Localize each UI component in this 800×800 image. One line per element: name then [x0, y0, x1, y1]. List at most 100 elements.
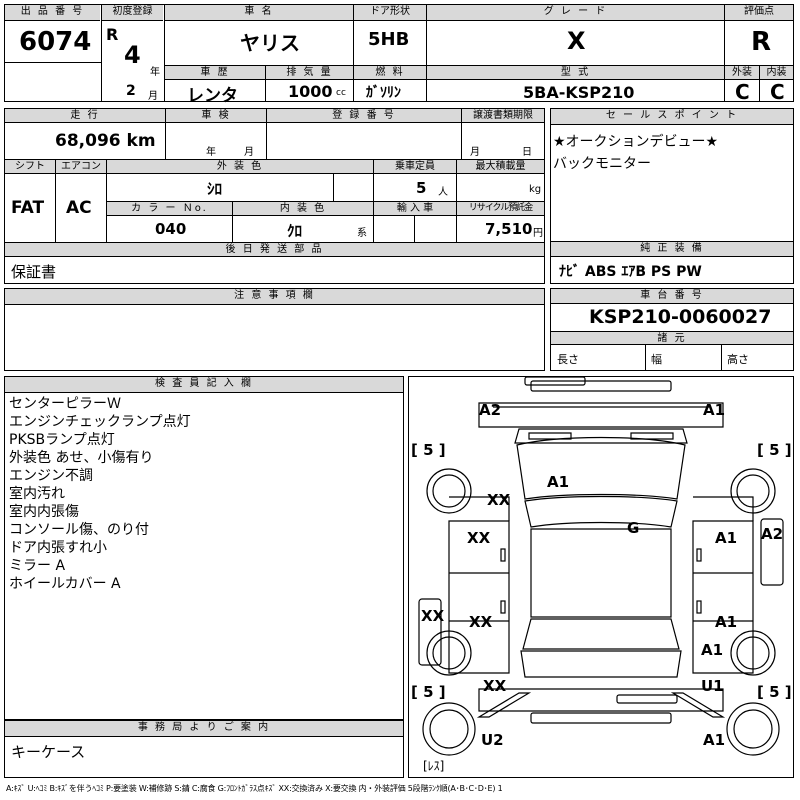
recycle: 7,510: [485, 220, 533, 238]
inspector-line: 室内汚れ: [9, 486, 65, 502]
inspector-line: ミラー A: [9, 558, 66, 574]
displacement: 1000: [288, 82, 333, 101]
sales-section: セ ー ル ス ポ イ ン ト ★オークションデビュー★ バックモニター 純 正…: [550, 108, 794, 284]
shift: FAT: [11, 198, 45, 218]
inspector-lines: センターピラーＷ エンジンチェックランプ点灯 PKSBランプ点灯外装色 あせ、小傷有…: [9, 395, 191, 593]
cond-rear-fender-left: XX: [483, 677, 507, 695]
color-label: 外 装 色: [107, 160, 373, 174]
score: R: [751, 27, 772, 57]
era: R: [106, 25, 119, 44]
cond-front-left: A2: [479, 401, 502, 419]
inspection-label: 車 検: [166, 109, 266, 123]
inspector-line: ホイールカバー A: [9, 576, 121, 592]
inspector-line: ドア内張すれ小: [9, 540, 107, 556]
inspector-line: 室内内張傷: [9, 504, 79, 520]
capacity: 5: [416, 179, 427, 197]
inspector-line: 外装色 あせ、小傷有り: [9, 450, 154, 466]
width-label: 幅: [651, 353, 662, 366]
grade: X: [567, 27, 586, 55]
reg-month: 2: [126, 83, 136, 99]
details-section: 走 行 68,096 km 車 検 年 月 登 録 番 号 譲渡書類期限 月 日…: [4, 108, 545, 284]
year-unit: 年: [150, 67, 160, 78]
exterior-cell: 外装 C: [725, 66, 760, 104]
inspection-year-unit: 年: [206, 147, 216, 158]
inspector-section: 検 査 員 記 入 欄 センターピラーＷ エンジンチェックランプ点灯 PKSBランプ…: [4, 376, 404, 720]
office-section: 事 務 局 よ り ご 案 内 キーケース: [4, 720, 404, 778]
chassis-label: 車 台 番 号: [551, 289, 793, 304]
transfer-month-unit: 月: [470, 147, 480, 158]
grade-label: グ レ ー ド: [427, 5, 724, 21]
color-no: 040: [155, 220, 187, 238]
car-outline: [418, 377, 784, 756]
transfer-day-unit: 日: [522, 147, 532, 158]
fuel: ｶﾞｿﾘﾝ: [366, 85, 401, 101]
month-unit: 月: [148, 91, 158, 102]
history-label: 車 歴: [165, 66, 265, 80]
equip: ﾅﾋﾞ ABS ｴｱB PS PW: [559, 264, 702, 280]
car-name-cell: 車 名 ヤリス: [165, 5, 354, 66]
office-text: キーケース: [11, 743, 86, 761]
later-parts: 保証書: [11, 263, 57, 281]
displacement-cell: 排 気 量 1000 cc: [266, 66, 354, 101]
inspector-line: コンソール傷、のり付: [9, 522, 149, 538]
cond-rear-fender-right: A1: [701, 641, 724, 659]
inspection-month-unit: 月: [244, 147, 254, 158]
inspector-label: 検 査 員 記 入 欄: [5, 377, 403, 393]
exterior-label: 外装: [725, 66, 759, 80]
sales-label: セ ー ル ス ポ イ ン ト: [551, 109, 793, 125]
capacity-label: 乗車定員: [374, 160, 456, 174]
import-label: 輸 入 車: [374, 202, 456, 216]
tire-br: [ 5 ]: [757, 683, 792, 701]
fuel-cell: 燃 料 ｶﾞｿﾘﾝ: [354, 66, 427, 101]
cond-rear-door-left: XX: [469, 613, 493, 631]
inspector-line: センターピラーＷ: [9, 396, 121, 412]
ac-label: エアコン: [56, 160, 106, 174]
sales-line-1: ★オークションデビュー★: [553, 134, 719, 150]
score-label: 評価点: [725, 5, 793, 21]
cond-rear-door-right: A1: [715, 613, 738, 631]
first-reg-cell: 初度登録 R 4 年 2 月: [102, 5, 165, 102]
cond-rear-quarter-right: U1: [701, 677, 724, 695]
model-label: 型 式: [427, 66, 724, 80]
capacity-unit: 人: [438, 187, 448, 198]
cond-hood: A1: [547, 473, 570, 491]
lot-no: 6074: [19, 27, 92, 57]
recycle-unit: 円: [533, 228, 543, 239]
color-no-label: カ ラ ー Ｎo.: [107, 202, 232, 216]
cond-front-door-right: A1: [715, 529, 738, 547]
spare-tire-res: [ﾚｽ]: [423, 759, 445, 773]
notes-label: 注 意 事 項 欄: [5, 289, 544, 305]
int-color-unit: 系: [357, 228, 367, 239]
transfer-label: 譲渡書類期限: [462, 109, 544, 123]
tire-bl: [ 5 ]: [411, 683, 446, 701]
mileage-label: 走 行: [5, 109, 165, 123]
lot-no-label: 出 品 番 号: [5, 5, 100, 21]
chassis-no: KSP210-0060027: [589, 306, 772, 328]
exterior: C: [735, 80, 750, 104]
history: レンタ: [187, 86, 238, 106]
cond-pillar-right: A2: [761, 525, 784, 543]
score-cell: 評価点 R: [725, 5, 793, 66]
interior: C: [770, 80, 785, 104]
cond-fender-left: XX: [487, 491, 511, 509]
interior-label: 内装: [760, 66, 793, 80]
int-color: ｸﾛ: [287, 222, 303, 240]
inspector-line: PKSBランプ点灯: [9, 432, 115, 448]
cond-pillar-left: XX: [421, 607, 445, 625]
car-name: ヤリス: [240, 31, 300, 55]
cond-front-right: A1: [703, 401, 726, 419]
load-label: 最大積載量: [457, 160, 544, 174]
shift-label: シフト: [5, 160, 55, 174]
reg-no-label: 登 録 番 号: [267, 109, 461, 123]
history-cell: 車 歴 レンタ: [165, 66, 266, 106]
length-label: 長さ: [557, 353, 579, 366]
displacement-label: 排 気 量: [266, 66, 353, 80]
model-cell: 型 式 5BA-KSP210: [427, 66, 725, 102]
specs-label: 諸 元: [551, 331, 793, 345]
interior-cell: 内装 C: [760, 66, 793, 104]
sales-line-2: バックモニター: [553, 156, 651, 172]
cond-rear-bumper-right: A1: [703, 731, 726, 749]
inspector-line: エンジンチェックランプ点灯: [9, 414, 191, 430]
reg-year: 4: [124, 41, 141, 69]
fuel-label: 燃 料: [354, 66, 426, 80]
